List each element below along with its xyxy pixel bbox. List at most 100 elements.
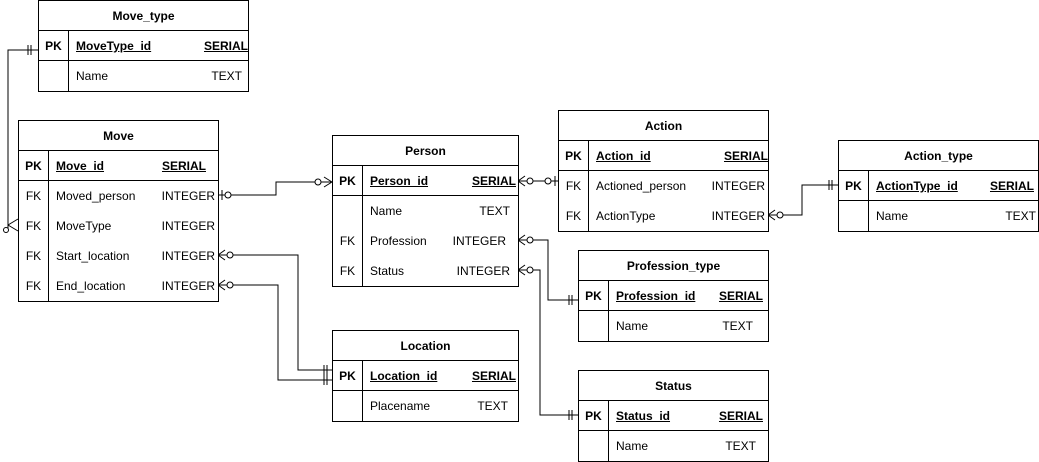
table-row: FK Status INTEGER [333, 256, 518, 286]
table-row-pk: PK Move_id SERIAL [19, 151, 218, 181]
key-label: FK [559, 201, 589, 231]
link-person-action [517, 175, 558, 187]
field-name: Move_id [56, 159, 105, 173]
table-row: FK Moved_person INTEGER [19, 181, 218, 211]
link-move-movetype [3, 45, 38, 233]
table-row-pk: PK Profession_id SERIAL [579, 281, 768, 311]
field-type: TEXT [1005, 209, 1036, 223]
field-type: INTEGER [452, 234, 506, 248]
table-row-pk: PK Action_id SERIAL [559, 141, 768, 171]
field-type: SERIAL [471, 174, 516, 188]
key-label: PK [333, 166, 363, 195]
field-type: SERIAL [989, 179, 1034, 193]
field-type: TEXT [722, 319, 753, 333]
table-title: Profession_type [579, 251, 768, 281]
link-person-status [517, 264, 578, 420]
table-move[interactable]: Move PK Move_id SERIAL FK Moved_person I… [18, 120, 219, 302]
table-row: Placename TEXT [333, 391, 518, 421]
field-name: Action_id [596, 149, 651, 163]
table-title: Status [579, 371, 768, 401]
table-row: Name TEXT [333, 196, 518, 226]
field-name: Profession_id [616, 289, 696, 303]
field-name: Profession [370, 234, 427, 248]
field-type: TEXT [211, 69, 242, 83]
field-name: Placename [370, 399, 431, 413]
field-name: End_location [56, 279, 126, 293]
field-type: INTEGER [161, 219, 215, 233]
field-name: Name [616, 439, 649, 453]
key-label: FK [19, 211, 49, 241]
field-type: INTEGER [161, 189, 215, 203]
key-label: FK [19, 241, 49, 271]
field-name: Status_id [616, 409, 671, 423]
field-name: MoveType [56, 219, 112, 233]
table-row: FK Actioned_person INTEGER [559, 171, 768, 201]
key-label: PK [333, 361, 363, 390]
field-type: SERIAL [718, 409, 763, 423]
key-label [39, 61, 69, 91]
key-label: PK [39, 31, 69, 60]
field-type: SERIAL [471, 369, 516, 383]
table-action[interactable]: Action PK Action_id SERIAL FK Actioned_p… [558, 110, 769, 232]
link-person-profession [517, 234, 578, 305]
table-title: Person [333, 136, 518, 166]
table-row: Name TEXT [839, 201, 1038, 231]
key-label: FK [19, 271, 49, 301]
link-move-end-location [217, 279, 332, 385]
table-row-pk: PK Location_id SERIAL [333, 361, 518, 391]
key-label: FK [333, 226, 363, 256]
table-move-type[interactable]: Move_type PK MoveType_id SERIAL Name TEX… [38, 0, 249, 92]
key-label [839, 201, 869, 231]
link-move-start-location [217, 249, 332, 375]
field-name: Moved_person [56, 189, 136, 203]
table-person[interactable]: Person PK Person_id SERIAL Name TEXT FK … [332, 135, 519, 287]
table-row-pk: PK ActionType_id SERIAL [839, 171, 1038, 201]
table-title: Action [559, 111, 768, 141]
field-type: TEXT [725, 439, 756, 453]
table-action-type[interactable]: Action_type PK ActionType_id SERIAL Name… [838, 140, 1039, 232]
table-row-pk: PK MoveType_id SERIAL [39, 31, 248, 61]
table-row: Name TEXT [579, 431, 768, 461]
field-name: Name [76, 69, 109, 83]
table-profession-type[interactable]: Profession_type PK Profession_id SERIAL … [578, 250, 769, 342]
key-label [579, 311, 609, 341]
table-row-pk: PK Person_id SERIAL [333, 166, 518, 196]
field-type: SERIAL [203, 39, 248, 53]
field-name: ActionType [596, 209, 656, 223]
field-name: Name [370, 204, 403, 218]
table-row: FK ActionType INTEGER [559, 201, 768, 231]
key-label: FK [559, 171, 589, 201]
table-row: Name TEXT [579, 311, 768, 341]
table-title: Location [333, 331, 518, 361]
field-name: Location_id [370, 369, 438, 383]
key-label: PK [19, 151, 49, 180]
key-label: PK [839, 171, 869, 200]
field-name: Name [616, 319, 649, 333]
table-location[interactable]: Location PK Location_id SERIAL Placename… [332, 330, 519, 422]
table-row: FK Start_location INTEGER [19, 241, 218, 271]
table-title: Action_type [839, 141, 1038, 171]
link-action-actiontype [767, 180, 838, 221]
key-label [333, 391, 363, 421]
key-label: FK [19, 181, 49, 211]
table-row: FK Profession INTEGER [333, 226, 518, 256]
field-type: INTEGER [711, 179, 765, 193]
table-row: FK MoveType INTEGER [19, 211, 218, 241]
field-name: MoveType_id [76, 39, 152, 53]
table-title: Move [19, 121, 218, 151]
field-type: INTEGER [161, 279, 215, 293]
table-status[interactable]: Status PK Status_id SERIAL Name TEXT [578, 370, 769, 462]
link-move-person [218, 176, 333, 200]
key-label [333, 196, 363, 226]
key-label [579, 431, 609, 461]
field-type: SERIAL [161, 159, 206, 173]
field-type: SERIAL [718, 289, 763, 303]
field-type: INTEGER [456, 264, 510, 278]
table-row: Name TEXT [39, 61, 248, 91]
field-name: Start_location [56, 249, 130, 263]
table-title: Move_type [39, 1, 248, 31]
field-name: Actioned_person [596, 179, 687, 193]
field-name: Name [876, 209, 909, 223]
